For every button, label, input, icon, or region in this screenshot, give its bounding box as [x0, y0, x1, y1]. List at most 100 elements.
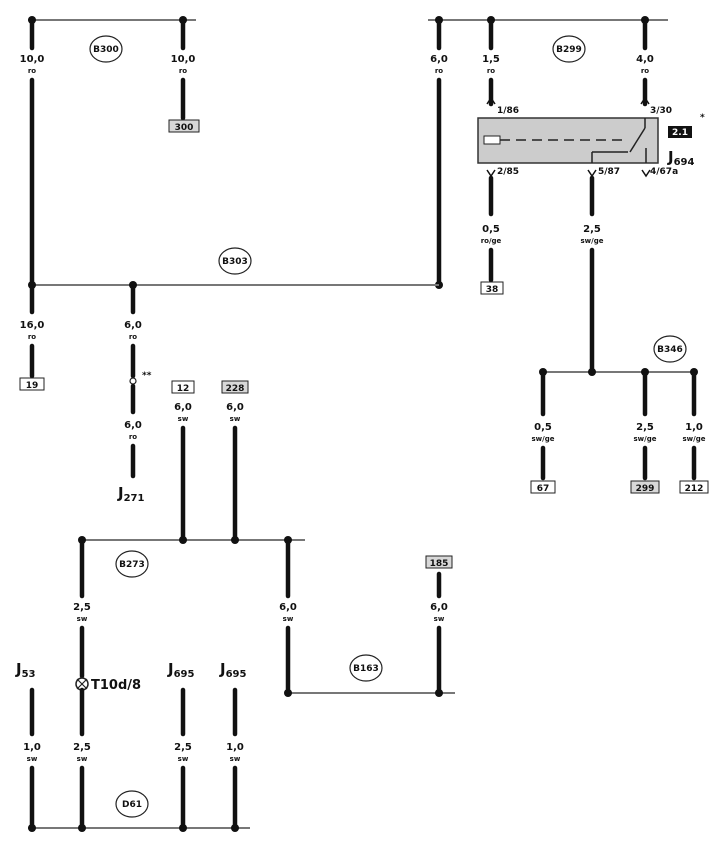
junction-dot [231, 824, 239, 832]
ref-number: 299 [636, 484, 655, 494]
wire-color: sw/ge [532, 435, 555, 443]
wire-gauge: 6,0 [430, 54, 448, 65]
wire-gauge: 1,0 [226, 742, 244, 753]
relay-pin-3-30: 3/30 [650, 106, 672, 116]
ref-number: 212 [685, 484, 704, 494]
relay-contact [629, 127, 646, 153]
wire-color: ro [179, 67, 187, 75]
connector-b303-label: B303 [222, 257, 248, 267]
connector-b273-label: B273 [119, 560, 145, 570]
junction-dot [179, 824, 187, 832]
wire-color: sw [230, 415, 241, 423]
ref-box-212 [679, 480, 709, 494]
wire-gauge: 2,5 [73, 602, 91, 613]
wire-color: ro [641, 67, 649, 75]
ref-box-300 [168, 119, 200, 133]
ref-number: 228 [226, 384, 245, 394]
junction-dot [78, 824, 86, 832]
wire-gauge: 1,0 [685, 422, 703, 433]
ref-box-38 [480, 281, 504, 295]
junction-dot [435, 689, 443, 697]
ref-number: 67 [537, 484, 550, 494]
wire-color: sw [77, 755, 88, 763]
connector-b163-label: B163 [353, 664, 379, 674]
component-j271-label: J271 [117, 484, 145, 504]
connector-t10d8-symbol [76, 678, 88, 690]
wire-color: sw [230, 755, 241, 763]
wire-gauge: 6,0 [279, 602, 297, 613]
connector-b303-circle [218, 247, 252, 275]
splice-mark: ** [142, 371, 152, 381]
ref-box-12 [171, 380, 195, 394]
wire-color: ro/ge [481, 237, 502, 245]
pin-arrow [640, 96, 650, 105]
connector-b300-circle [89, 35, 123, 63]
wire-gauge: 6,0 [124, 320, 142, 331]
relay-j694-label: J694 [667, 148, 695, 168]
wire-gauge: 0,5 [534, 422, 552, 433]
ref-box-19 [19, 377, 45, 391]
wire-gauge: 6,0 [174, 402, 192, 413]
connector-b299-circle [552, 35, 586, 63]
connector-b299-label: B299 [556, 45, 582, 55]
ref-number: 12 [177, 384, 190, 394]
connector-b163-circle [349, 654, 383, 682]
wire-color: ro [435, 67, 443, 75]
relay-badge [668, 126, 692, 138]
connector-t10d8-label: T10d/8 [91, 678, 141, 693]
ref-number: 19 [26, 381, 39, 391]
ref-box-299 [630, 480, 660, 494]
ref-box-228 [221, 380, 249, 394]
wire-color: sw [178, 755, 189, 763]
ref-number: 300 [175, 123, 194, 133]
pin-arrow [641, 169, 651, 178]
component-j695-label: J695 [219, 660, 247, 680]
wire-color: sw [434, 615, 445, 623]
ref-number: 185 [430, 559, 449, 569]
wire-gauge: 2,5 [636, 422, 654, 433]
wire-color: ro [28, 67, 36, 75]
junction-dot [231, 536, 239, 544]
wire-color: sw/ge [581, 237, 604, 245]
wire-color: sw/ge [634, 435, 657, 443]
connector-b300-label: B300 [93, 45, 119, 55]
relay-pin-4-87a: 4/67a [650, 167, 678, 177]
wire-color: ro [487, 67, 495, 75]
ref-box-67 [530, 480, 556, 494]
wire-color: ro [129, 433, 137, 441]
wire-color: ro [129, 333, 137, 341]
wire-gauge: 0,5 [482, 224, 500, 235]
wire-gauge: 1,0 [23, 742, 41, 753]
connector-b346-label: B346 [657, 345, 683, 355]
wire-color: sw [27, 755, 38, 763]
junction-dot [284, 689, 292, 697]
wire-gauge: 16,0 [20, 320, 45, 331]
ref-box-185 [425, 555, 453, 569]
wire-splice [129, 377, 137, 385]
ref-number: 38 [486, 285, 499, 295]
relay-pin-5-87: 5/87 [598, 167, 620, 177]
wire-color: sw [283, 615, 294, 623]
relay-pin-2-85: 2/85 [497, 167, 519, 177]
relay-coil [483, 135, 501, 145]
wire-gauge: 1,5 [482, 54, 500, 65]
pin-arrow [587, 169, 597, 178]
wire-gauge: 6,0 [124, 420, 142, 431]
junction-dot [28, 824, 36, 832]
pin-arrow [486, 169, 496, 178]
relay-star: * [700, 113, 705, 123]
junction-dot [179, 536, 187, 544]
wire-gauge: 6,0 [430, 602, 448, 613]
wire-gauge: 10,0 [20, 54, 45, 65]
wire-gauge: 10,0 [171, 54, 196, 65]
component-j695-label: J695 [167, 660, 195, 680]
connector-b346-circle [653, 335, 687, 363]
pin-arrow [486, 96, 496, 105]
wire-gauge: 6,0 [226, 402, 244, 413]
relay-badge-text: 2.1 [672, 128, 688, 138]
relay-pin-1-86: 1/86 [497, 106, 519, 116]
wire-color: sw [178, 415, 189, 423]
wire-gauge: 2,5 [583, 224, 601, 235]
connector-b273-circle [115, 550, 149, 578]
